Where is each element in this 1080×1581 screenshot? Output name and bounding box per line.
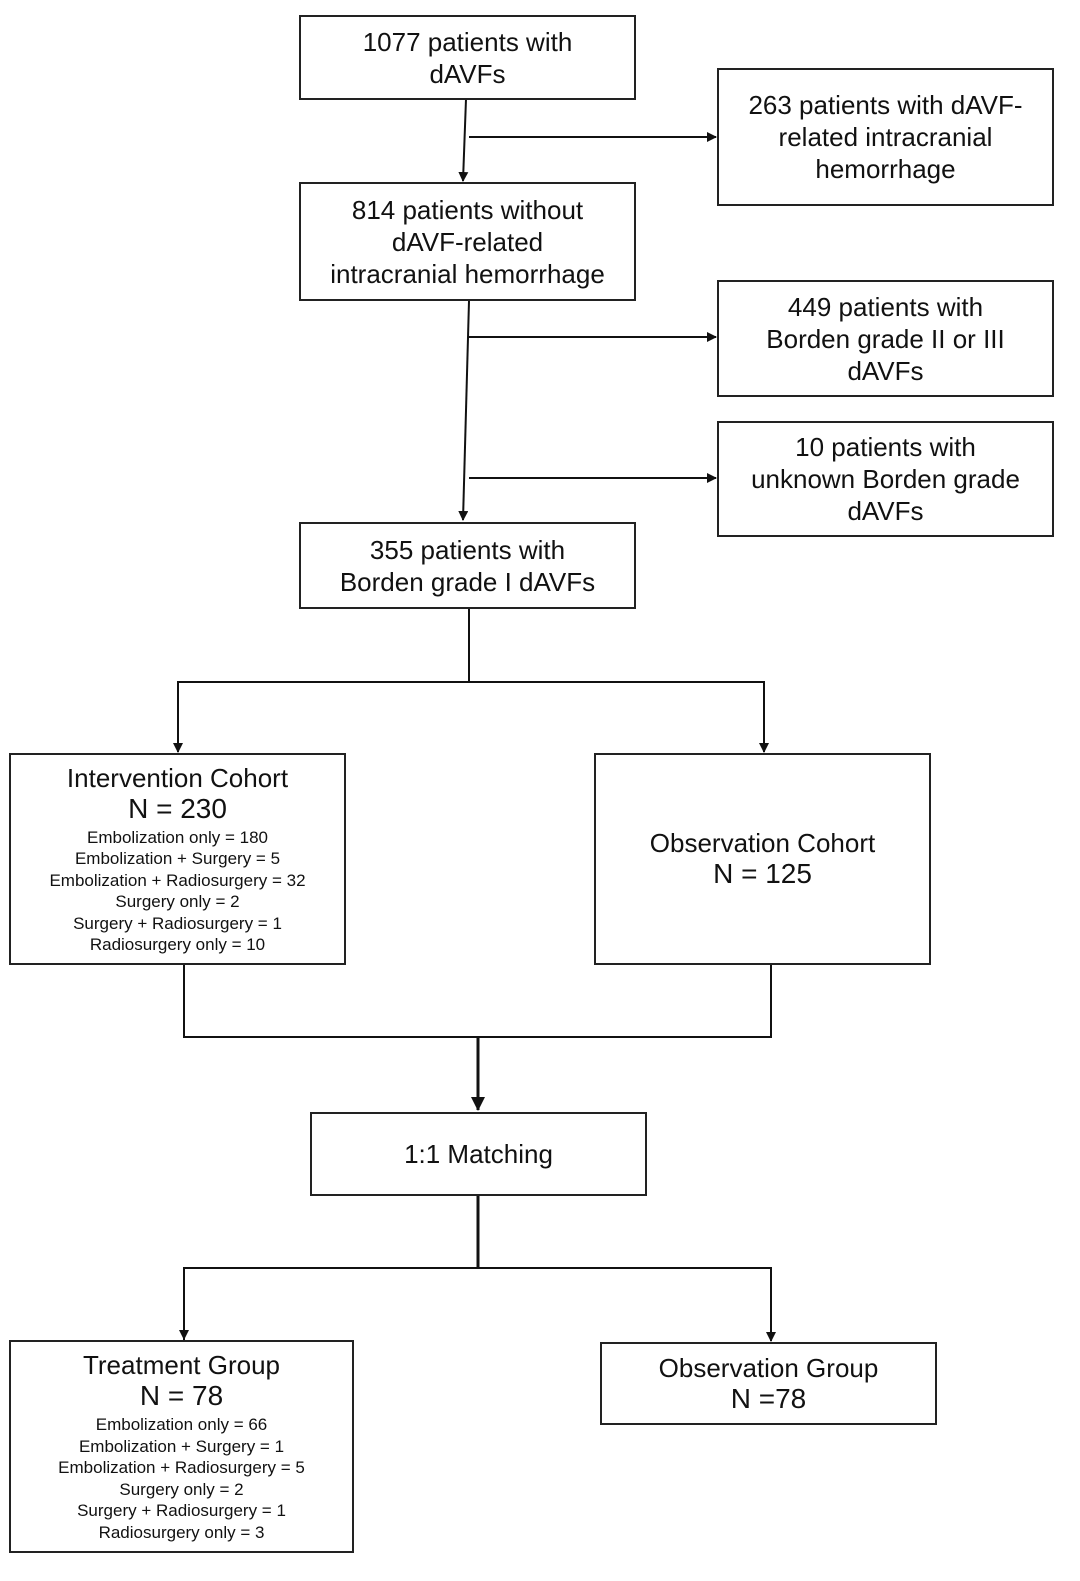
box-excluded-grade-2-3-line-1: 449 patients with [787,291,984,322]
arrow-no-hemorrhage-to-grade1 [458,300,470,521]
box-excluded-hemorrhage: 263 patients with dAVF- related intracra… [717,68,1054,206]
arrow-start-to-no-hemorrhage [458,98,469,182]
box-grade-1: 355 patients with Borden grade I dAVFs [299,522,636,609]
box-excluded-unknown-grade-line-3: dAVFs [847,496,924,526]
box-excluded-unknown-grade-line-2: unknown Borden grade [751,464,1020,494]
box-no-hemorrhage-line-1: 814 patients without [351,194,584,225]
intervention-cohort-title: Intervention Cohort [66,762,289,793]
box-excluded-unknown-grade-line-1: 10 patients with [795,432,976,462]
box-no-hemorrhage: 814 patients without dAVF-related intrac… [299,182,636,301]
observation-cohort-n: N = 125 [713,858,812,889]
intervention-detail-4: Surgery only = 2 [115,892,240,911]
intervention-detail-1: Embolization only = 180 [87,827,268,847]
box-start: 1077 patients with dAVFs [299,15,636,100]
treatment-detail-1: Embolization only = 66 [95,1415,268,1434]
treatment-detail-5: Surgery + Radiosurgery = 1 [77,1501,286,1520]
intervention-detail-5: Surgery + Radiosurgery = 1 [73,913,282,933]
box-start-line-1: 1077 patients with [362,26,573,57]
box-excluded-hemorrhage-line-3: hemorrhage [815,154,956,184]
treatment-detail-3: Embolization + Radiosurgery = 5 [58,1458,305,1477]
box-excluded-grade-2-3-line-2: Borden grade II or III [766,323,1005,354]
box-matching: 1:1 Matching [310,1112,647,1196]
intervention-cohort-n: N = 230 [128,792,227,824]
merge-bar [183,965,772,1038]
treatment-detail-4: Surgery only = 2 [119,1479,244,1499]
observation-cohort-title: Observation Cohort [649,828,876,858]
split-bar [177,681,765,752]
box-intervention-cohort: Intervention Cohort N = 230 Embolization… [9,753,346,965]
matching-label: 1:1 Matching [404,1139,553,1169]
box-observation-cohort: Observation Cohort N = 125 [594,753,931,965]
box-excluded-grade-2-3: 449 patients with Borden grade II or III… [717,280,1054,397]
box-no-hemorrhage-line-2: dAVF-related [391,226,544,257]
treatment-group-n: N = 78 [139,1380,224,1411]
box-excluded-unknown-grade: 10 patients with unknown Borden grade dA… [717,421,1054,537]
treatment-detail-6: Radiosurgery only = 3 [98,1522,265,1542]
box-grade-1-line-1: 355 patients with [369,534,566,565]
observation-group-title: Observation Group [658,1352,879,1383]
box-grade-1-line-2: Borden grade I dAVFs [339,566,596,597]
box-excluded-hemorrhage-line-1: 263 patients with dAVF- [748,90,1023,120]
intervention-detail-2: Embolization + Surgery = 5 [74,849,281,868]
box-start-line-2: dAVFs [429,58,506,89]
box-no-hemorrhage-line-3: intracranial hemorrhage [330,258,605,289]
treatment-detail-2: Embolization + Surgery = 1 [78,1436,285,1456]
intervention-detail-6: Radiosurgery only = 10 [89,935,266,954]
box-treatment-group: Treatment Group N = 78 Embolization only… [9,1340,354,1553]
treatment-group-title: Treatment Group [82,1350,280,1380]
box-excluded-hemorrhage-line-2: related intracranial [778,122,993,152]
observation-group-n: N =78 [730,1382,807,1414]
intervention-detail-3: Embolization + Radiosurgery = 32 [49,870,306,890]
box-observation-group: Observation Group N =78 [600,1342,937,1425]
box-excluded-grade-2-3-line-3: dAVFs [847,355,924,386]
final-split-bar [183,1267,772,1340]
